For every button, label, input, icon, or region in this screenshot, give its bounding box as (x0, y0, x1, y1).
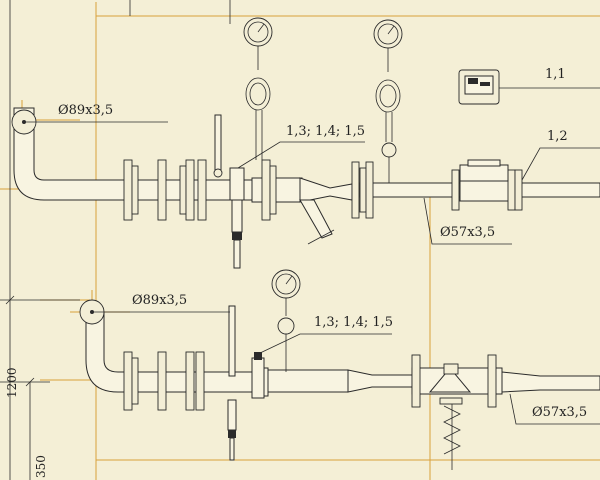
lower-inlet-pipe-label: Ø89x3,5 (132, 293, 187, 308)
dimension-350: 350 (34, 455, 48, 478)
dimension-lines: 1200 350 (0, 0, 80, 480)
lower-outlet-pipe-label: Ø57x3,5 (532, 405, 587, 420)
meter-tag-label: 1,1 (545, 67, 566, 82)
dimension-1200: 1200 (5, 367, 19, 398)
upper-pipeline (11, 17, 600, 269)
annotations: Ø89x3,5 1,3; 1,4; 1,5 1,1 1,2 Ø57x3,5 Ø8… (24, 67, 600, 425)
instrument-box (458, 69, 500, 105)
upper-inlet-pipe-label: Ø89x3,5 (58, 103, 113, 118)
lower-pipeline (79, 269, 600, 470)
lower-flanges (123, 351, 497, 411)
upper-outlet-pipe-label: Ø57x3,5 (440, 225, 495, 240)
upper-flanges (123, 159, 523, 221)
upper-items-label: 1,3; 1,4; 1,5 (286, 124, 365, 139)
flow-meter-tag-label: 1,2 (547, 129, 568, 144)
lower-items-label: 1,3; 1,4; 1,5 (314, 315, 393, 330)
